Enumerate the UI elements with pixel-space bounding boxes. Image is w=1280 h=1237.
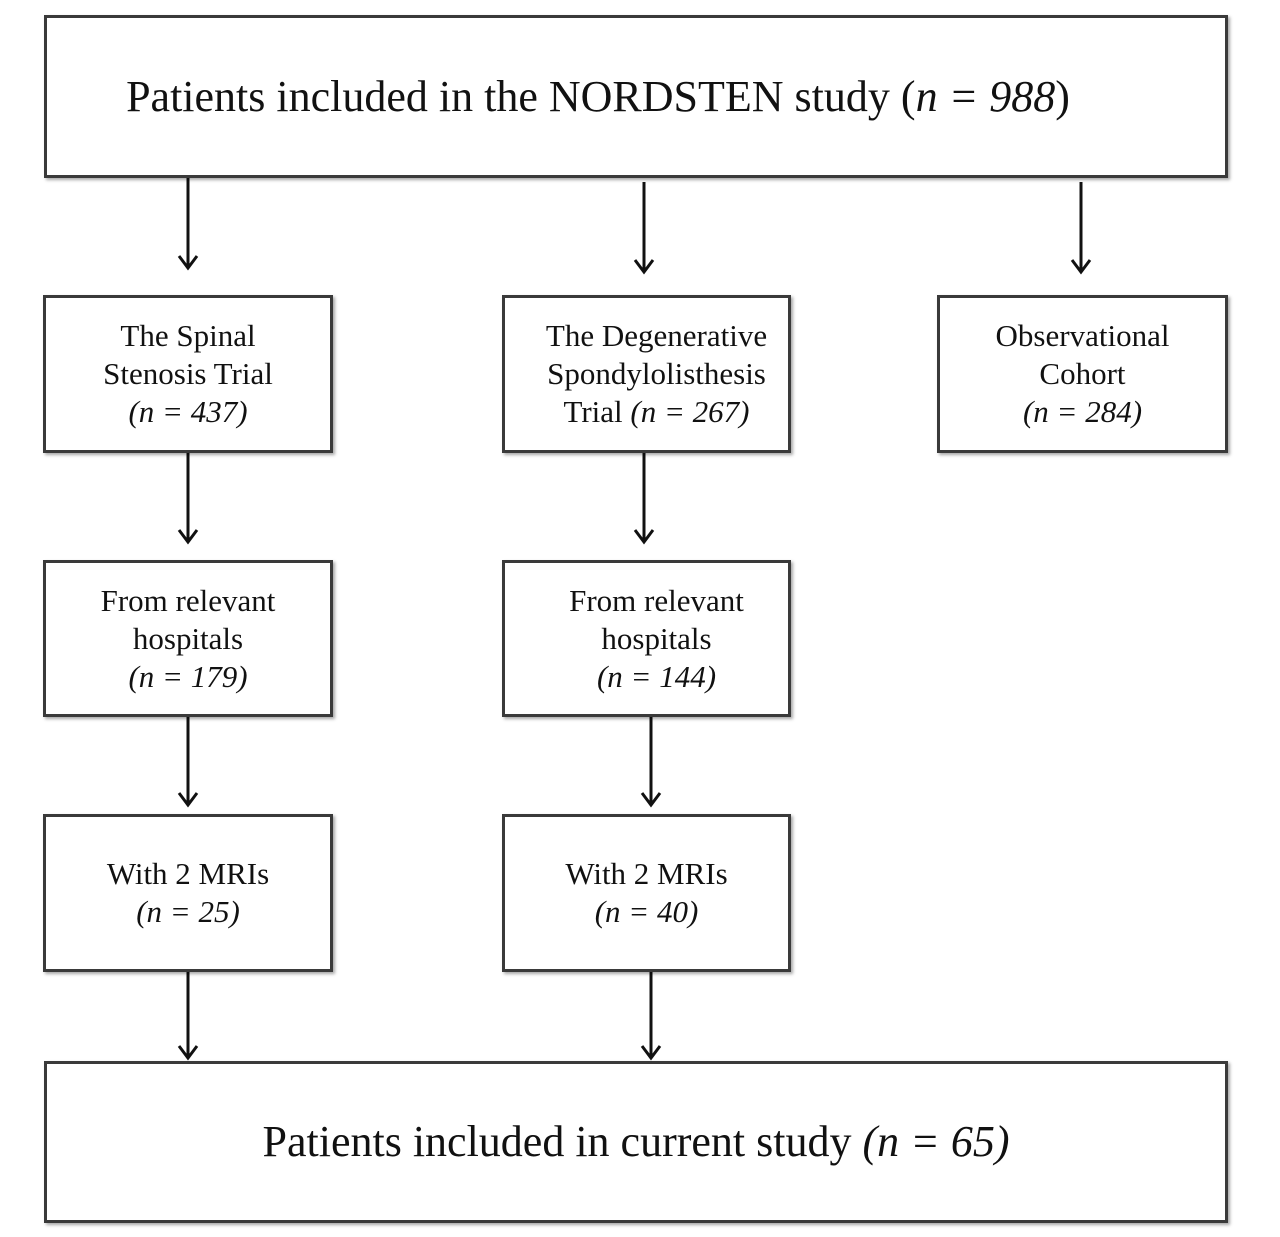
ds-hospitals-line1: From relevant <box>569 582 744 618</box>
nordsten-study-close: ) <box>1055 71 1070 121</box>
spinal-stenosis-hospitals-box: From relevant hospitals (n = 179) <box>43 560 333 717</box>
ds-mri-line1: With 2 MRIs <box>565 856 728 891</box>
ss-hospitals-line1: From relevant <box>100 582 276 618</box>
nordsten-study-box: Patients included in the NORDSTEN study … <box>44 15 1228 178</box>
ss-hospitals-n: (n = 179) <box>128 658 248 694</box>
degenerative-trial-n: (n = 267) <box>630 394 750 429</box>
nordsten-study-label: Patients included in the NORDSTEN study … <box>126 71 916 121</box>
observational-cohort-line1: Observational <box>995 318 1170 353</box>
nordsten-study-n: n = 988 <box>915 71 1056 121</box>
spinal-stenosis-mri-box: With 2 MRIs (n = 25) <box>43 814 333 972</box>
degenerative-spondylolisthesis-trial-box: The Degenerative Spondylolisthesis Trial… <box>502 295 791 453</box>
ss-hospitals-line2: hospitals <box>132 620 244 656</box>
ds-hospitals-line2: hospitals <box>601 620 712 656</box>
spinal-stenosis-trial-box: The Spinal Stenosis Trial (n = 437) <box>43 295 333 453</box>
degenerative-trial-line2: Spondylolisthesis <box>547 356 766 391</box>
ss-mri-line1: With 2 MRIs <box>106 856 270 891</box>
observational-cohort-box: Observational Cohort (n = 284) <box>937 295 1228 453</box>
ds-mri-n: (n = 40) <box>594 894 699 929</box>
current-study-label: Patients included in current study <box>262 1117 863 1166</box>
degenerative-hospitals-box: From relevant hospitals (n = 144) <box>502 560 791 717</box>
current-study-n: (n = 65) <box>862 1117 1010 1166</box>
ds-hospitals-n: (n = 144) <box>596 658 717 694</box>
spinal-stenosis-trial-line1: The Spinal <box>120 318 256 353</box>
degenerative-trial-line1: The Degenerative <box>545 318 768 353</box>
nordsten-study-text: Patients included in the NORDSTEN study … <box>126 72 1070 122</box>
ss-mri-n: (n = 25) <box>136 894 240 929</box>
degenerative-trial-line3: Trial <box>563 394 631 429</box>
current-study-box: Patients included in current study (n = … <box>44 1061 1228 1223</box>
spinal-stenosis-trial-line2: Stenosis Trial <box>103 356 273 391</box>
observational-cohort-n: (n = 284) <box>1022 394 1143 429</box>
spinal-stenosis-trial-n: (n = 437) <box>128 394 248 429</box>
observational-cohort-line2: Cohort <box>1039 356 1126 391</box>
current-study-text: Patients included in current study (n = … <box>263 1117 1010 1167</box>
degenerative-mri-box: With 2 MRIs (n = 40) <box>502 814 791 972</box>
